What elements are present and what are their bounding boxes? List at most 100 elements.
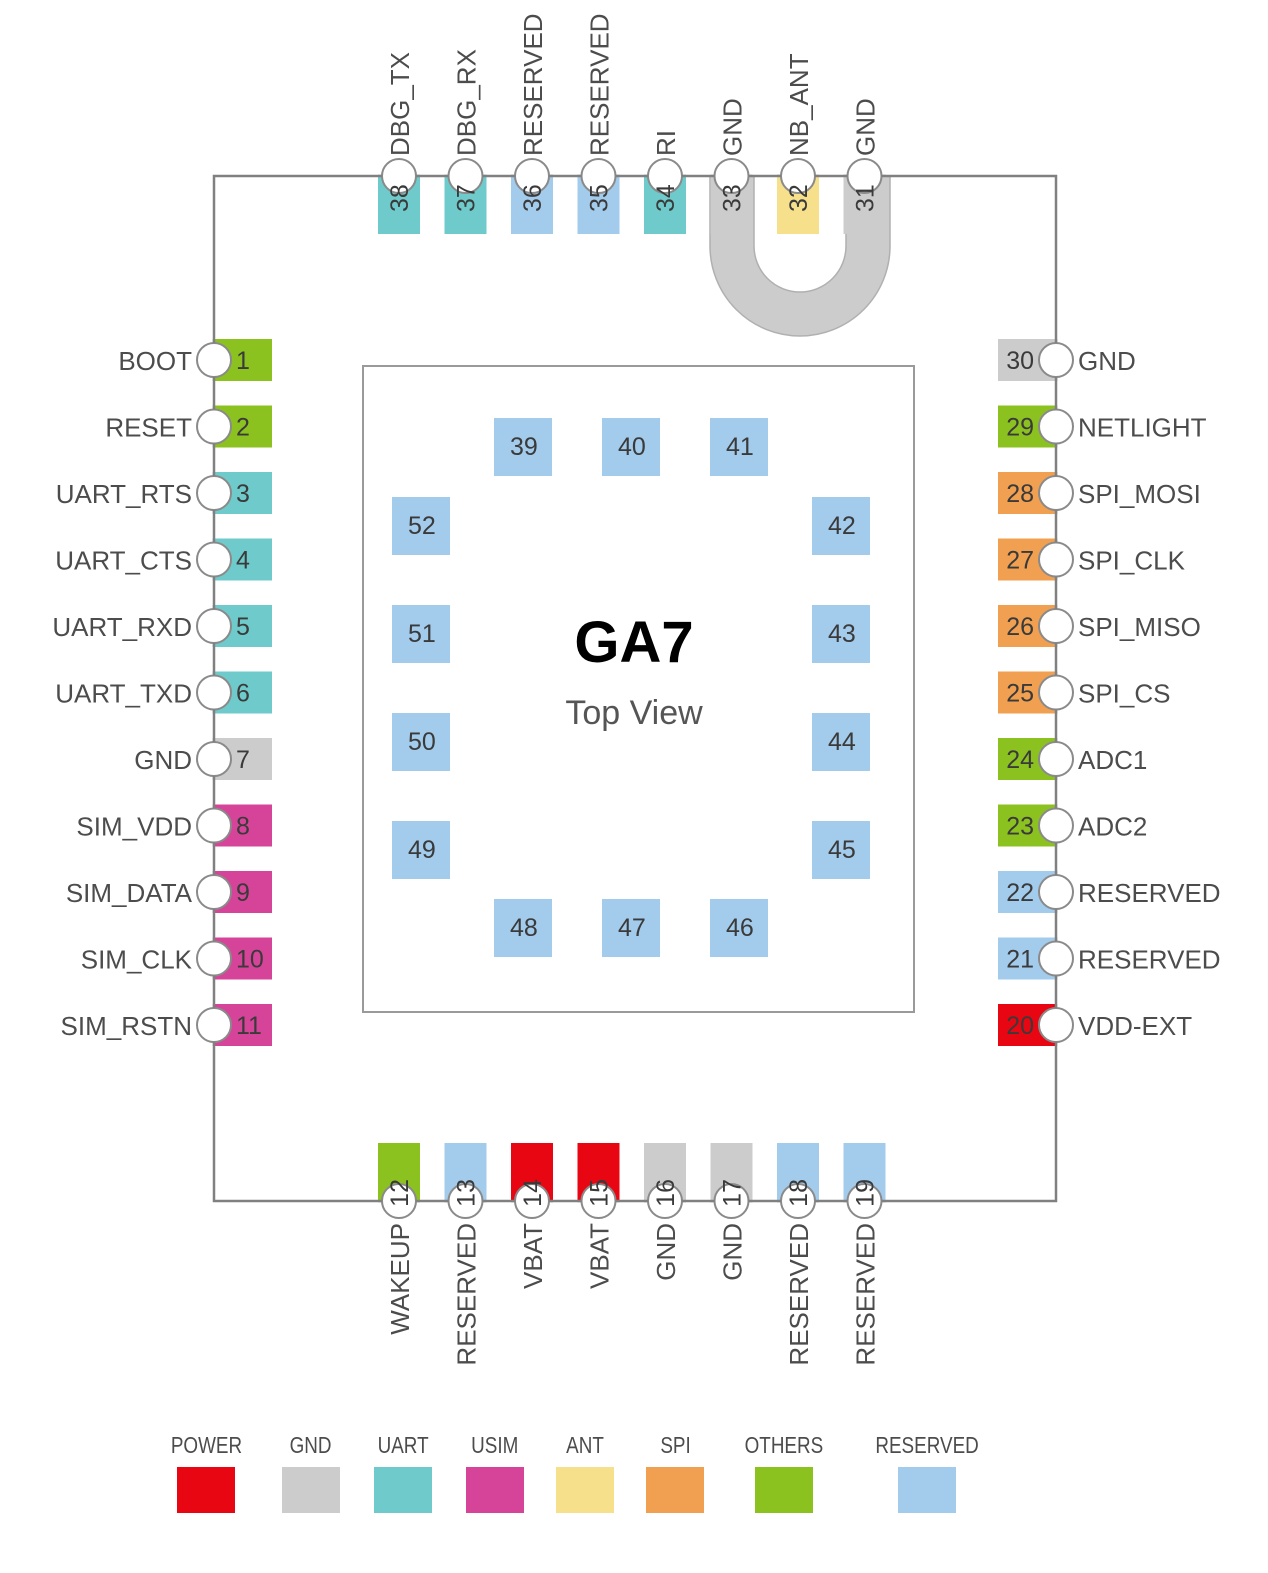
pin-label-13: RESERVED <box>452 1223 482 1366</box>
pin-notch-26 <box>1038 608 1074 644</box>
inner-pad-number-39: 39 <box>510 433 538 461</box>
inner-pad-51[interactable] <box>392 605 450 663</box>
chip-title: GA7 <box>574 610 693 675</box>
pin-number-15: 15 <box>586 1179 614 1207</box>
legend-swatch <box>373 1467 432 1513</box>
pin-notch-20 <box>1038 1007 1074 1043</box>
pin-label-11: SIM_RSTN <box>61 1011 192 1041</box>
inner-pad-49[interactable] <box>392 821 450 879</box>
legend-swatch <box>755 1467 814 1513</box>
pin-label-23: ADC2 <box>1078 812 1147 842</box>
pin-number-13: 13 <box>453 1179 481 1207</box>
inner-pad-48[interactable] <box>494 899 552 957</box>
legend-label: USIM <box>471 1432 519 1458</box>
pin-label-28: SPI_MOSI <box>1078 479 1201 509</box>
pin-number-35: 35 <box>586 184 614 212</box>
pin-label-36: RESERVED <box>518 13 548 156</box>
inner-pad-44[interactable] <box>812 713 870 771</box>
pin-number-14: 14 <box>519 1179 547 1207</box>
module-outline <box>212 174 1058 1203</box>
pin-number-12: 12 <box>386 1179 414 1207</box>
pin-notch-11 <box>196 1007 232 1043</box>
pin-label-25: SPI_CS <box>1078 679 1171 709</box>
pin-label-38: DBG_TX <box>385 52 415 156</box>
pin-label-35: RESERVED <box>585 13 615 156</box>
inner-pad-41[interactable] <box>710 418 768 476</box>
pin-notch-5 <box>196 608 232 644</box>
pin-notch-24 <box>1038 741 1074 777</box>
pin-notch-28 <box>1038 475 1074 511</box>
pin-number-27: 27 <box>1006 547 1034 575</box>
pin-notch-6 <box>196 674 232 711</box>
pin-number-7: 7 <box>236 746 250 774</box>
chip-subtitle: Top View <box>565 694 703 732</box>
legend-swatch <box>898 1467 956 1513</box>
pin-number-31: 31 <box>852 184 880 212</box>
inner-pad-46[interactable] <box>710 899 768 957</box>
pin-label-22: RESERVED <box>1078 878 1221 908</box>
inner-pad-number-40: 40 <box>618 433 646 461</box>
pin-label-14: VBAT <box>518 1223 548 1289</box>
inner-pad-number-49: 49 <box>408 836 436 864</box>
legend-label: ANT <box>566 1432 604 1458</box>
inner-pad-number-48: 48 <box>510 914 538 942</box>
pin-notch-8 <box>196 807 232 844</box>
inner-pad-47[interactable] <box>602 899 660 957</box>
pin-number-9: 9 <box>236 879 250 907</box>
inner-pad-45[interactable] <box>812 821 870 879</box>
legend-label: OTHERS <box>744 1432 824 1458</box>
pin-notch-27 <box>1038 541 1074 578</box>
pin-number-17: 17 <box>719 1179 747 1207</box>
legend-label: SPI <box>659 1432 691 1458</box>
left-pins-group: 1BOOT2RESET3UART_RTS4UART_CTS5UART_RXD6U… <box>52 339 272 1046</box>
pin-notch-21 <box>1038 940 1074 977</box>
pin-label-26: SPI_MISO <box>1078 612 1201 642</box>
inner-pad-52[interactable] <box>392 497 450 555</box>
pin-label-29: NETLIGHT <box>1078 413 1207 443</box>
legend-label: POWER <box>170 1432 243 1458</box>
pin-label-6: UART_TXD <box>55 679 192 709</box>
inner-pad-number-50: 50 <box>408 728 436 756</box>
pin-notch-29 <box>1038 408 1074 445</box>
pin-notch-9 <box>196 874 232 910</box>
pin-notch-2 <box>196 408 232 445</box>
pin-number-38: 38 <box>386 184 414 212</box>
inner-pad-39[interactable] <box>494 418 552 476</box>
pin-number-20: 20 <box>1006 1012 1034 1040</box>
pin-notch-22 <box>1038 874 1074 910</box>
pin-label-32: NB_ANT <box>784 53 814 156</box>
inner-pad-number-42: 42 <box>828 512 856 540</box>
inner-pad-40[interactable] <box>602 418 660 476</box>
pin-notch-7 <box>196 741 232 777</box>
pin-notch-30 <box>1038 342 1074 378</box>
inner-pad-number-52: 52 <box>408 512 436 540</box>
pin-number-2: 2 <box>236 414 250 442</box>
pin-number-18: 18 <box>785 1179 813 1207</box>
inner-pad-50[interactable] <box>392 713 450 771</box>
legend-swatch <box>556 1467 615 1513</box>
pin-number-36: 36 <box>519 184 547 212</box>
legend-swatch <box>177 1467 236 1513</box>
pin-label-33: GND <box>718 98 748 156</box>
pin-notch-23 <box>1038 807 1074 844</box>
pin-label-17: GND <box>718 1223 748 1281</box>
legend-item-usim: USIM <box>466 1432 525 1513</box>
pin-number-26: 26 <box>1006 613 1034 641</box>
pin-label-19: RESERVED <box>851 1223 881 1366</box>
inner-pad-42[interactable] <box>812 497 870 555</box>
legend-swatch <box>281 1467 340 1513</box>
gnd-ushape <box>709 175 891 337</box>
legend-item-uart: UART <box>372 1432 434 1513</box>
gnd-ushape-group <box>709 175 891 337</box>
pin-number-19: 19 <box>852 1179 880 1207</box>
legend-item-gnd: GND <box>281 1432 340 1513</box>
pin-number-25: 25 <box>1006 680 1034 708</box>
pin-number-33: 33 <box>719 184 747 212</box>
pin-number-24: 24 <box>1006 746 1034 774</box>
pin-label-8: SIM_VDD <box>76 812 192 842</box>
pin-number-3: 3 <box>236 480 250 508</box>
pin-number-29: 29 <box>1006 414 1034 442</box>
inner-pad-43[interactable] <box>812 605 870 663</box>
pin-label-31: GND <box>851 98 881 156</box>
